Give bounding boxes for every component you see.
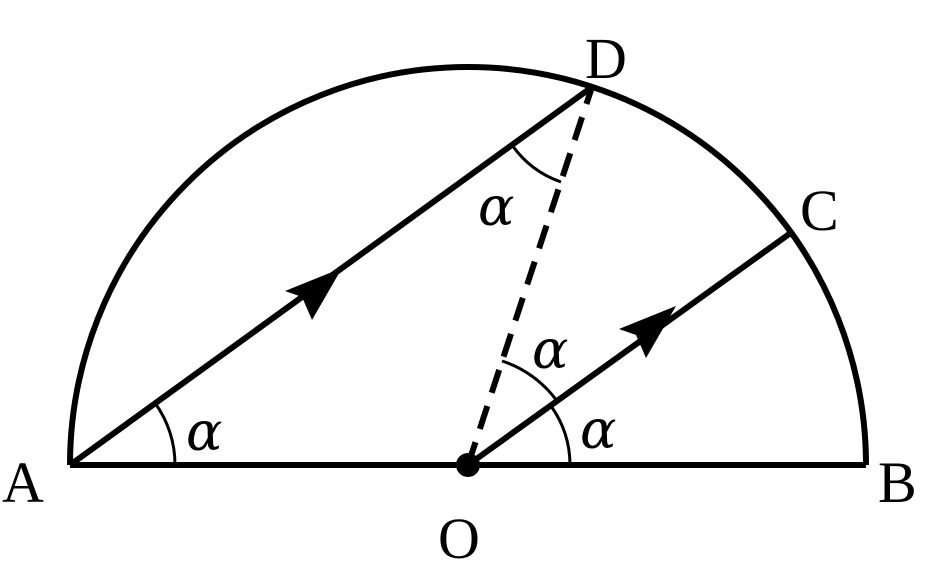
label-point-c: C	[800, 178, 839, 243]
angle-label-o-lower: α	[580, 398, 616, 461]
angle-arc-a	[153, 402, 177, 466]
label-point-a: A	[2, 450, 44, 515]
angle-arc-d	[510, 144, 562, 184]
angle-arc-o-lower	[549, 405, 572, 466]
arrowhead-ad	[285, 268, 342, 320]
label-point-d: D	[585, 26, 627, 91]
angle-label-a: α	[186, 400, 222, 463]
angle-label-d: α	[478, 175, 514, 238]
semicircle-arc	[67, 64, 869, 466]
label-point-o: O	[438, 506, 480, 571]
segment-oc	[466, 229, 794, 468]
dashed-segment-od	[465, 86, 595, 466]
center-point-o	[456, 453, 480, 477]
label-point-b: B	[878, 450, 917, 515]
angle-arc-o-upper	[501, 359, 559, 402]
arrowhead-oc	[619, 306, 676, 358]
angle-label-o-upper: α	[532, 318, 568, 381]
